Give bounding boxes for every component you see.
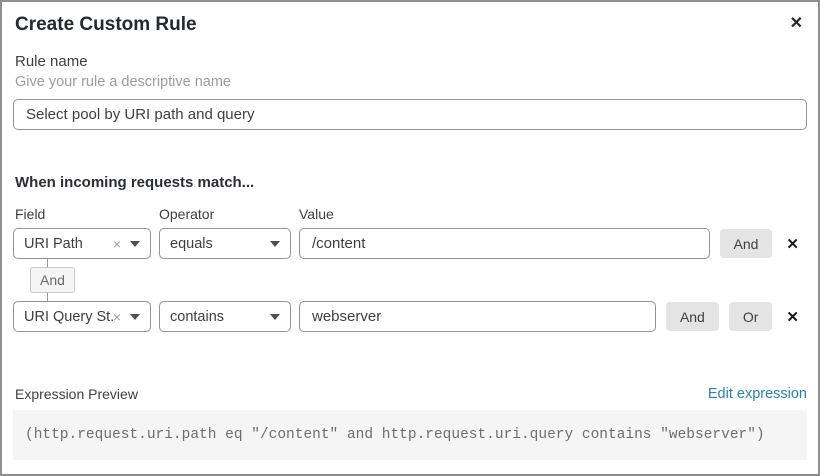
- value-input[interactable]: [299, 301, 656, 332]
- clear-field-icon[interactable]: ×: [112, 308, 121, 325]
- operator-column-label: Operator: [159, 206, 215, 222]
- operator-select[interactable]: equals: [159, 228, 291, 259]
- edit-expression-link[interactable]: Edit expression: [707, 386, 807, 402]
- close-icon[interactable]: ✕: [786, 12, 807, 36]
- and-connector-badge: And: [30, 267, 75, 293]
- condition-row: URI Query St... × contains And Or ✕: [13, 301, 807, 332]
- chevron-down-icon[interactable]: [130, 313, 140, 320]
- chevron-down-icon[interactable]: [270, 313, 280, 320]
- dialog-header: Create Custom Rule ✕: [13, 12, 807, 38]
- connector-line-top: [47, 259, 48, 267]
- chevron-down-icon[interactable]: [270, 240, 280, 247]
- chevron-down-icon[interactable]: [130, 240, 140, 247]
- value-column-label: Value: [299, 206, 334, 222]
- dialog-title: Create Custom Rule: [15, 14, 197, 35]
- match-heading: When incoming requests match...: [15, 174, 255, 191]
- expression-preview-header: Expression Preview Edit expression: [13, 386, 807, 402]
- and-button[interactable]: And: [719, 229, 773, 258]
- field-select[interactable]: URI Path ×: [13, 228, 151, 259]
- logic-connector: And: [13, 259, 807, 301]
- remove-condition-icon[interactable]: ✕: [784, 306, 801, 328]
- or-button[interactable]: Or: [728, 302, 773, 331]
- condition-row: URI Path × equals And ✕: [13, 228, 807, 259]
- field-select-value: URI Path: [24, 235, 83, 252]
- operator-select-value: equals: [170, 235, 213, 252]
- rule-name-label: Rule name: [15, 53, 88, 70]
- and-button[interactable]: And: [665, 302, 719, 331]
- value-input[interactable]: [299, 228, 710, 259]
- field-select[interactable]: URI Query St... ×: [13, 301, 151, 332]
- expression-preview-label: Expression Preview: [15, 386, 138, 402]
- rule-name-input[interactable]: [13, 99, 807, 130]
- operator-select-value: contains: [170, 308, 225, 325]
- column-labels: Field Operator Value: [13, 206, 807, 222]
- remove-condition-icon[interactable]: ✕: [784, 233, 801, 255]
- field-select-value: URI Query St...: [24, 308, 113, 325]
- operator-select[interactable]: contains: [159, 301, 291, 332]
- clear-field-icon[interactable]: ×: [112, 235, 121, 252]
- field-column-label: Field: [15, 206, 46, 222]
- rule-name-hint: Give your rule a descriptive name: [15, 74, 231, 90]
- expression-code: (http.request.uri.path eq "/content" and…: [13, 410, 807, 460]
- connector-line-bottom: [47, 293, 48, 301]
